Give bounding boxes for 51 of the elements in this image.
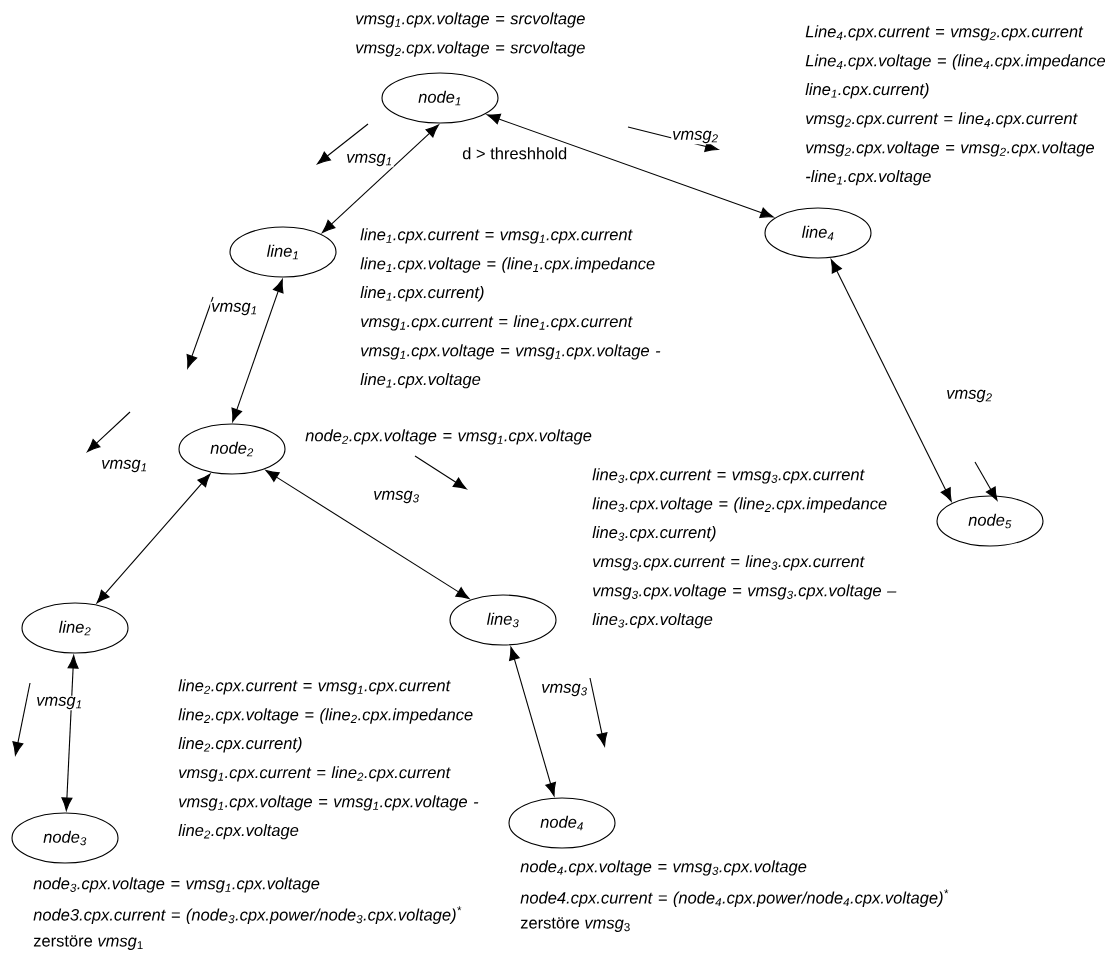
ellipse-node: line$_{2}$ [21, 602, 129, 654]
edge-label: vmsg$_{1}$ [345, 152, 394, 168]
equation-text: node4.cpx.current = (node$_{4}$.cpx.power/node$_{4}$.cpx.voltage)$^{*}$ [520, 889, 949, 907]
double-arrow [321, 124, 439, 234]
double-arrow [265, 469, 470, 600]
ellipse-node: line$_{3}$ [449, 594, 557, 646]
ellipse-node: line$_{4}$ [764, 207, 872, 259]
equation-text: Line$_{4}$.cpx.voltage = (line$_{4}$.cpx.impedance line$_{1}$.cpx.current) [805, 54, 1106, 99]
equation-text: line$_{1}$.cpx.current = vmsg$_{1}$.cpx.current [360, 228, 633, 244]
equation-text: vmsg$_{2}$.cpx.voltage = srcvoltage [356, 41, 585, 57]
ellipse-node: node$_{1}$ [381, 72, 499, 124]
equation-text: node$_{3}$.cpx.voltage = vmsg$_{1}$.cpx.voltage [33, 877, 320, 893]
double-arrow [96, 473, 211, 604]
note-text: zerstöre vmsg$_{1}$ [33, 935, 143, 950]
edge-label: vmsg$_{1}$ [35, 695, 84, 711]
equation-text: vmsg$_{3}$.cpx.voltage = vmsg$_{3}$.cpx.voltage – line$_{3}$.cpx.voltage [592, 584, 897, 629]
equation-text: vmsg$_{2}$.cpx.current = line$_{4}$.cpx.current [806, 112, 1078, 128]
equation-text: vmsg$_{1}$.cpx.voltage = vmsg$_{1}$.cpx.voltage - line$_{2}$.cpx.voltage [178, 795, 479, 840]
edge-label: vmsg$_{3}$ [372, 489, 421, 505]
equation-text: Line$_{4}$.cpx.current = vmsg$_{2}$.cpx.current [805, 25, 1084, 41]
equation-text: vmsg$_{1}$.cpx.voltage = srcvoltage [356, 12, 585, 28]
edge-label: vmsg$_{1}$ [210, 301, 259, 317]
equation-text: node3.cpx.current = (node$_{3}$.cpx.power/node$_{3}$.cpx.voltage)$^{*}$ [33, 906, 462, 924]
edge-label: vmsg$_{2}$ [671, 129, 720, 145]
edge-label: vmsg$_{3}$ [540, 682, 589, 698]
ellipse-node: node$_{2}$ [178, 423, 286, 475]
equation-text: vmsg$_{1}$.cpx.voltage = vmsg$_{1}$.cpx.voltage - line$_{1}$.cpx.voltage [360, 344, 661, 389]
equation-text: vmsg$_{1}$.cpx.current = line$_{2}$.cpx.current [179, 766, 451, 782]
double-arrow [61, 655, 79, 811]
double-arrow [486, 113, 774, 219]
ellipse-node: node$_{5}$ [936, 495, 1044, 547]
edge-label: vmsg$_{1}$ [100, 458, 149, 474]
double-arrow [830, 259, 952, 502]
double-arrow [509, 646, 556, 797]
note-text: zerstöre vmsg$_{3}$ [520, 917, 630, 932]
equation-text: vmsg$_{2}$.cpx.voltage = vmsg$_{2}$.cpx.voltage -line$_{1}$.cpx.voltage [806, 141, 1094, 186]
ellipse-node: node$_{3}$ [11, 812, 119, 864]
equation-text: vmsg$_{1}$.cpx.current = line$_{1}$.cpx.current [361, 315, 633, 331]
equation-text: line$_{2}$.cpx.current = vmsg$_{1}$.cpx.current [178, 679, 451, 695]
equation-text: line$_{2}$.cpx.voltage = (line$_{2}$.cpx.impedance line$_{2}$.cpx.current) [178, 708, 473, 753]
equation-text: node$_{2}$.cpx.voltage = vmsg$_{1}$.cpx.voltage [305, 429, 592, 445]
equation-text: node$_{4}$.cpx.voltage = vmsg$_{3}$.cpx.voltage [520, 860, 807, 876]
note-text: d > threshhold [462, 147, 567, 160]
equation-text: line$_{3}$.cpx.current = vmsg$_{3}$.cpx.current [592, 468, 865, 484]
edge-label: vmsg$_{2}$ [945, 388, 994, 404]
ellipse-node: line$_{1}$ [229, 226, 337, 278]
ellipse-node: node$_{4}$ [508, 797, 616, 849]
equation-text: vmsg$_{3}$.cpx.current = line$_{3}$.cpx.current [593, 555, 865, 571]
double-arrow [231, 279, 284, 422]
equation-text: line$_{3}$.cpx.voltage = (line$_{2}$.cpx.impedance line$_{3}$.cpx.current) [592, 497, 887, 542]
equation-text: line$_{1}$.cpx.voltage = (line$_{1}$.cpx.impedance line$_{1}$.cpx.current) [360, 257, 655, 302]
